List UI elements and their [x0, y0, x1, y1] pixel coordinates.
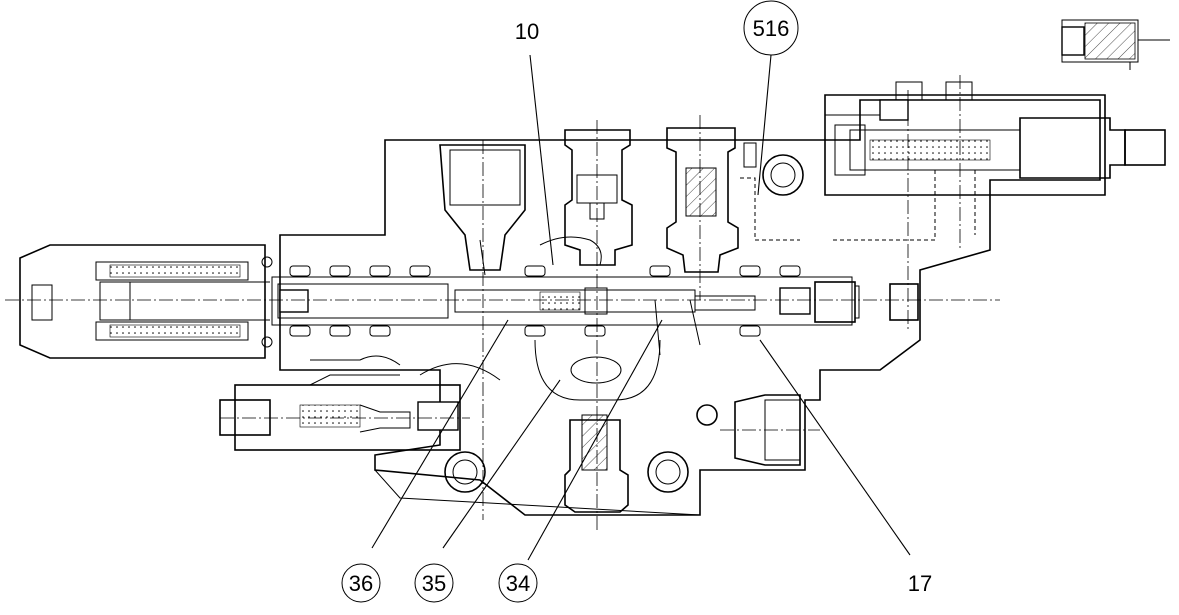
callout-circle: [743, 0, 799, 56]
funnel-port: [439, 144, 526, 271]
leader-lines: [371, 54, 911, 561]
label-36: 36: [349, 571, 373, 596]
port-lower-left: [444, 451, 486, 493]
callout-36: 36: [341, 563, 381, 603]
callout-34: 34: [498, 563, 538, 603]
leader-34: [527, 319, 663, 561]
flow-arrows: [479, 236, 701, 356]
callout-circle: [498, 563, 538, 603]
left-spring-cylinder: [19, 244, 273, 359]
callout-35: 35: [414, 563, 454, 603]
port-small: [696, 404, 718, 426]
leader-516: [757, 54, 772, 196]
label-34: 34: [506, 571, 530, 596]
center-top-check-valve: [564, 129, 633, 266]
label-516: 516: [753, 16, 790, 41]
leader-10: [529, 54, 554, 266]
label-35: 35: [422, 571, 446, 596]
label-17: 17: [908, 571, 932, 596]
main-spool: [271, 265, 919, 337]
spool-lands: [289, 265, 801, 337]
callout-516: 516: [743, 0, 799, 56]
leader-35: [442, 379, 561, 549]
callout-circle: [341, 563, 381, 603]
label-10: 10: [515, 19, 539, 44]
leader-17: [759, 339, 911, 556]
port-upper-right: [762, 154, 804, 196]
callout-circle: [414, 563, 454, 603]
right-solenoid: [830, 81, 1166, 241]
right-top-check-valve: [666, 127, 800, 273]
port-lower-center: [647, 451, 689, 493]
center-lower-check-valve: [534, 339, 661, 513]
callout-10: 10: [515, 19, 539, 44]
leader-36: [371, 319, 509, 549]
view-thumbnail: [1061, 19, 1170, 70]
lower-left-relief-valve: [219, 374, 461, 451]
centerlines: [5, 75, 1000, 530]
callout-17: 17: [908, 571, 932, 596]
